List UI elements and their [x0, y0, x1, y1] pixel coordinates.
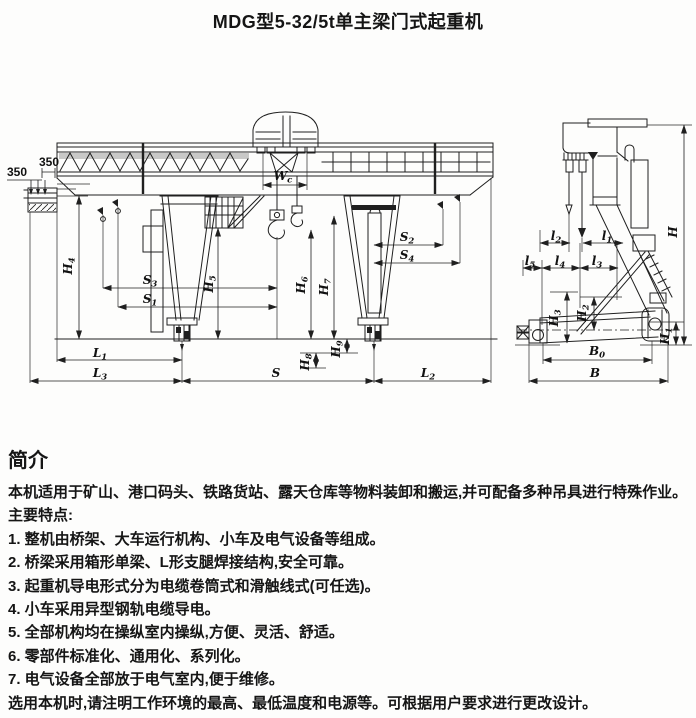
end-platform	[24, 188, 57, 212]
dimension-label-h5: H5	[202, 275, 219, 293]
dimension-label-l4: l4	[555, 254, 566, 271]
cab-brace	[228, 196, 264, 228]
dimension-label-l3: l3	[592, 254, 603, 271]
wheel-bogie	[167, 318, 197, 341]
dimension-label-wc: Wc	[274, 169, 293, 186]
dimension-label-h8: H8	[298, 353, 315, 371]
intro-line: 7. 电气设备全部放于电气室内,便于维修。	[8, 671, 284, 689]
dimension-label-h7: H7	[317, 278, 334, 296]
handrail-hoop	[625, 145, 634, 162]
trolley-wheel	[257, 147, 265, 153]
intro-line: 选用本机时,请注明工作环境的最高、最低温度和电源等。可根据用户要求进行更改设计。	[8, 694, 598, 712]
dimension-label-l5: l5	[525, 254, 536, 271]
intro-line: 1. 整机由桥架、大车运行机构、小车及电气设备等组成。	[8, 530, 385, 548]
ladder-cage	[143, 226, 163, 252]
end-dimension-marks	[7, 168, 55, 195]
operator-cab	[205, 196, 264, 228]
leg-ladder	[151, 210, 163, 332]
dimension-label-h2: H2	[575, 304, 592, 322]
trolley-housing	[253, 112, 318, 147]
intro-line: 本机适用于矿山、港口码头、铁路货站、露天仓库等物料装卸和搬运,并可配备多种吊具进…	[8, 484, 688, 501]
dimension-label-h9: H9	[329, 340, 346, 358]
left-travel-wheel	[529, 320, 547, 343]
right-leg	[344, 196, 400, 341]
staircase	[640, 251, 672, 301]
intro-line: 4. 小车采用异型钢轨电缆导电。	[8, 601, 220, 619]
side-view-hooks	[566, 160, 586, 238]
dimension-label-b: B	[589, 366, 600, 380]
introduction-section: 简介 本机适用于矿山、港口码头、铁路货站、露天仓库等物料装卸和搬运,并可配备多种…	[8, 444, 692, 715]
buffer	[517, 326, 529, 339]
dimension-label-b0: B0	[588, 344, 605, 361]
dimension-label-350: 350	[39, 155, 59, 169]
intro-line: 3. 起重机导电形式分为电缆卷筒式和滑触线式(可任选)。	[8, 577, 380, 595]
intro-line: 5. 全部机构均在操纵室内操纵,方便、灵活、舒适。	[8, 624, 344, 642]
side-ladder	[631, 160, 648, 228]
side-elevation-view	[515, 119, 692, 384]
trolley-wheel	[297, 147, 305, 153]
dimension-label-s4: S4	[400, 248, 415, 265]
intro-lines: 本机适用于矿山、港口码头、铁路货站、露天仓库等物料装卸和搬运,并可配备多种吊具进…	[8, 481, 692, 715]
crane-outline-drawing: 350350WcS2S4S3S1H4H5H6H7H9H8L1L3SL2l2l1l…	[7, 0, 696, 384]
truss-bracing	[60, 153, 248, 171]
reference-marks	[97, 194, 460, 307]
page-title: MDG型5-32/5t单主梁门式起重机	[212, 12, 484, 32]
stair-landing	[633, 235, 655, 251]
rail-marker	[588, 152, 598, 160]
intro-line: 6. 零部件标准化、通用化、系列化。	[8, 647, 250, 665]
dimension-label-l2: l2	[551, 229, 562, 246]
dimension-label-h3: H3	[547, 309, 564, 327]
intro-line: 主要特点:	[8, 507, 73, 525]
trolley-wheel	[307, 147, 315, 153]
dimension-label-l1: l1	[602, 229, 612, 246]
dimension-label-s3: S3	[143, 273, 158, 290]
front-view-dimensions	[29, 152, 492, 384]
pulley-housing	[270, 153, 298, 172]
girder-cross-section	[563, 119, 647, 162]
dimension-label-350: 350	[7, 165, 27, 179]
right-travel-wheel	[642, 308, 669, 341]
dimension-label-s: S	[272, 366, 281, 380]
wheel-bogie	[358, 318, 388, 341]
dimension-label-l1: L1	[92, 346, 107, 363]
intro-heading: 简介	[8, 450, 48, 472]
main-hook	[268, 176, 284, 239]
dimension-label-h: H	[666, 226, 680, 239]
dimension-label-s1: S1	[143, 292, 158, 309]
front-elevation-view	[7, 112, 497, 384]
dimension-label-h4: H4	[61, 257, 78, 275]
side-view-dimensions	[515, 124, 692, 384]
intro-line: 2. 桥梁采用箱形单梁、L形支腿焊接结构,安全可靠。	[8, 554, 354, 572]
left-leg	[143, 196, 218, 341]
trolley	[248, 112, 322, 172]
dimension-label-h6: H6	[294, 276, 311, 294]
main-girder	[57, 143, 493, 195]
dimension-label-s2: S2	[400, 230, 415, 247]
auxiliary-hook	[291, 176, 302, 227]
dimension-label-l2: L2	[420, 366, 435, 383]
dimension-label-l3: L3	[92, 366, 107, 383]
dimension-label-h1: H1	[658, 327, 675, 345]
